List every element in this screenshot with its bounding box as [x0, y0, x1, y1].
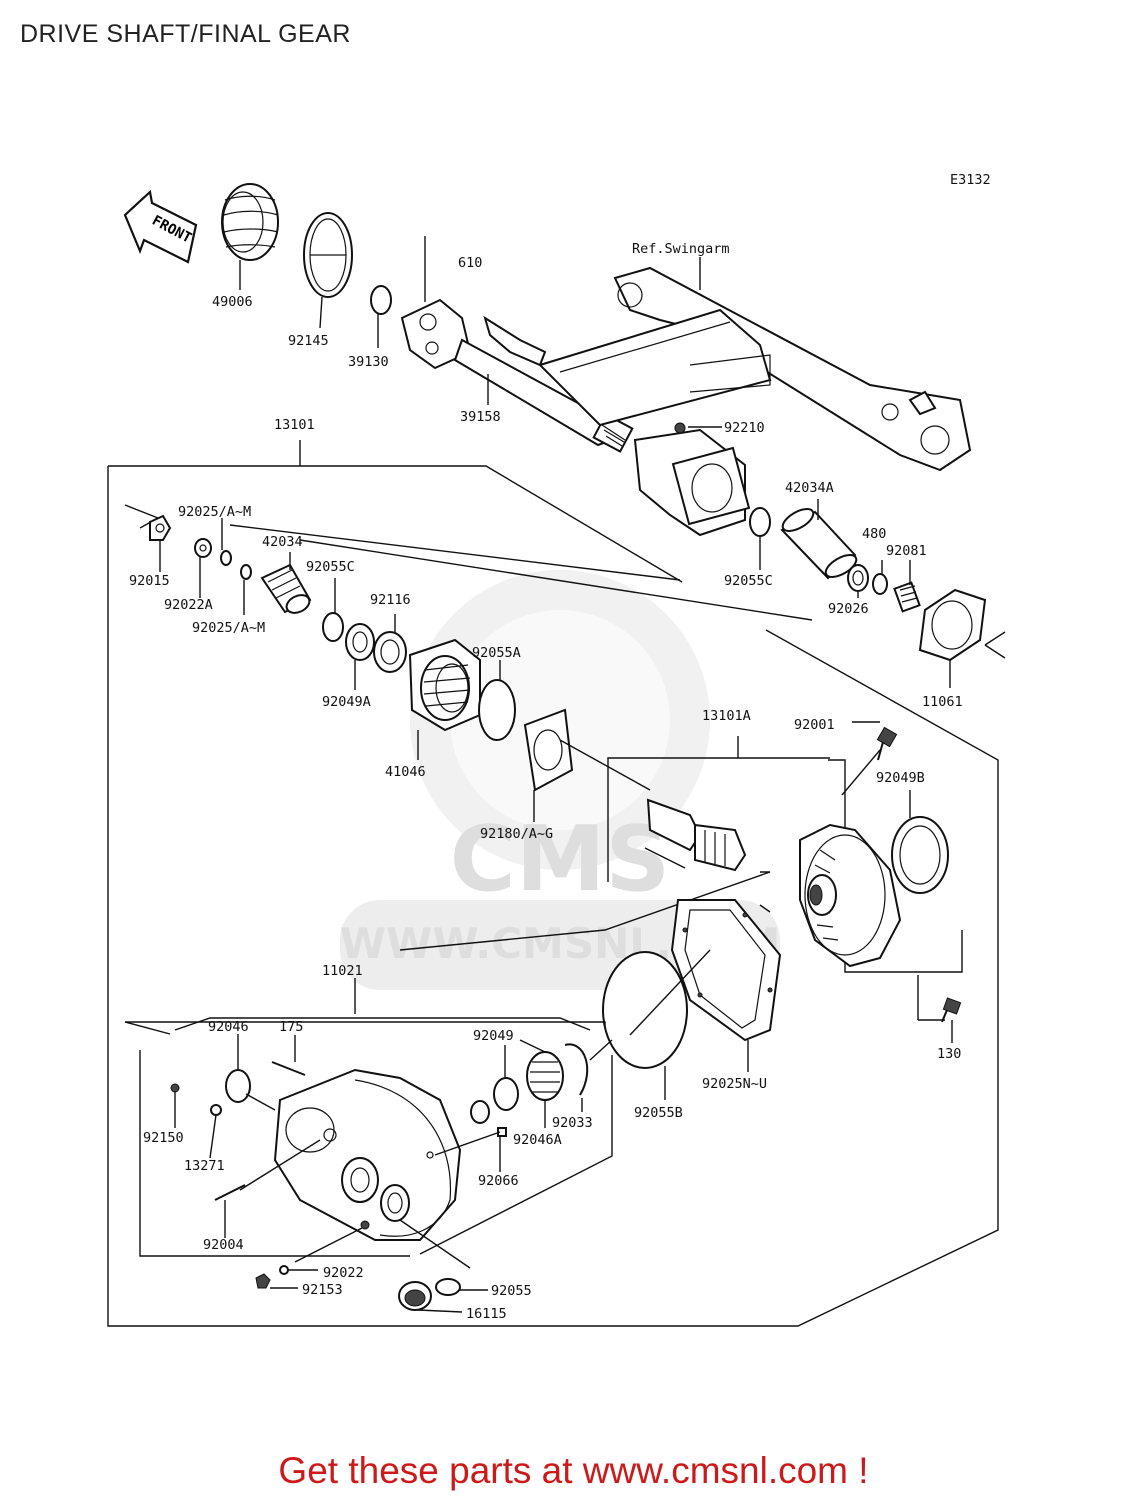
part-label: 13271: [184, 1158, 225, 1174]
part-label: 130: [937, 1046, 961, 1062]
exploded-parts-diagram: CMS WWW.CMSNL.COM E3132 FRONT: [107, 172, 1006, 1327]
bearing-housing-41046: [408, 638, 481, 760]
final-gear-case: [273, 1068, 462, 1241]
part-label: 92001: [794, 717, 835, 733]
bolt-130: [917, 975, 962, 1043]
part-label: 92022A: [164, 597, 213, 613]
part-label: 92049: [473, 1028, 514, 1044]
ring-gear: [799, 759, 963, 973]
part-label: 42034A: [785, 480, 834, 496]
part-label: 92055C: [724, 573, 773, 589]
page-title: DRIVE SHAFT/FINAL GEAR: [20, 20, 351, 48]
seal-92049B: [891, 790, 949, 894]
oring-92055A: [478, 660, 516, 741]
part-label: 92055: [491, 1283, 532, 1299]
part-label: 92033: [552, 1115, 593, 1131]
gear-case-housing: [633, 422, 751, 537]
ref-swingarm-label: Ref.Swingarm: [632, 241, 730, 257]
part-label: 92025/A~M: [178, 504, 251, 520]
part-label: 92180/A~G: [480, 826, 553, 842]
case-parts: [170, 1034, 613, 1313]
shim-92180: [523, 708, 574, 822]
drive-shaft-39158: [400, 236, 634, 453]
part-label: 92049B: [876, 770, 925, 786]
joint-39130: [370, 285, 392, 348]
part-label: 92022: [323, 1265, 364, 1281]
part-label: 92150: [143, 1130, 184, 1146]
part-label: 16115: [466, 1306, 507, 1322]
part-label: 92055B: [634, 1105, 683, 1121]
part-label: 39158: [460, 409, 501, 425]
part-label: 92046: [208, 1019, 249, 1035]
part-label: 92025N~U: [702, 1076, 767, 1092]
pinion-parts-cluster: [124, 504, 813, 690]
parts-right-cluster: [847, 560, 1006, 688]
front-arrow-icon: FRONT: [123, 189, 198, 264]
part-label: 92015: [129, 573, 170, 589]
part-number-labels: 49006 92145 610 39130 39158 92210 13101 …: [129, 255, 963, 1322]
boot-49006: [221, 183, 279, 290]
gasket-cover: [602, 899, 782, 1100]
part-label: 92004: [203, 1237, 244, 1253]
part-label: 610: [458, 255, 482, 271]
part-label: 92066: [478, 1173, 519, 1189]
diagram-code: E3132: [950, 172, 991, 188]
group-outline-11021: [124, 978, 613, 1257]
bolt-92001: [841, 721, 898, 796]
part-label: 92116: [370, 592, 411, 608]
group-outline-13101: [107, 440, 999, 1327]
part-label: 13101A: [702, 708, 751, 724]
part-label: 13101: [274, 417, 315, 433]
part-label: 39130: [348, 354, 389, 370]
footer-link[interactable]: Get these parts at www.cmsnl.com !: [278, 1450, 869, 1491]
part-label: 92081: [886, 543, 927, 559]
part-label: 92210: [724, 420, 765, 436]
part-label: 41046: [385, 764, 426, 780]
tube-42034A: [780, 499, 858, 580]
part-label: 42034: [262, 534, 303, 550]
part-label: 11021: [322, 963, 363, 979]
part-label: 11061: [922, 694, 963, 710]
part-label: 92145: [288, 333, 329, 349]
part-label: 92025/A~M: [192, 620, 265, 636]
swingarm: [483, 257, 972, 472]
part-label: 92049A: [322, 694, 371, 710]
clamp-92145: [303, 212, 353, 329]
part-label: 49006: [212, 294, 253, 310]
part-label: 92153: [302, 1282, 343, 1298]
part-label: 175: [279, 1019, 303, 1035]
part-label: 92046A: [513, 1132, 562, 1148]
part-label: 92055C: [306, 559, 355, 575]
part-label: 480: [862, 526, 886, 542]
watermark-logo-text: CMS: [450, 807, 670, 912]
part-label: 92055A: [472, 645, 521, 661]
oring-92055C-right: [749, 507, 771, 570]
part-label: 92026: [828, 601, 869, 617]
pinion-gear: [399, 736, 830, 951]
